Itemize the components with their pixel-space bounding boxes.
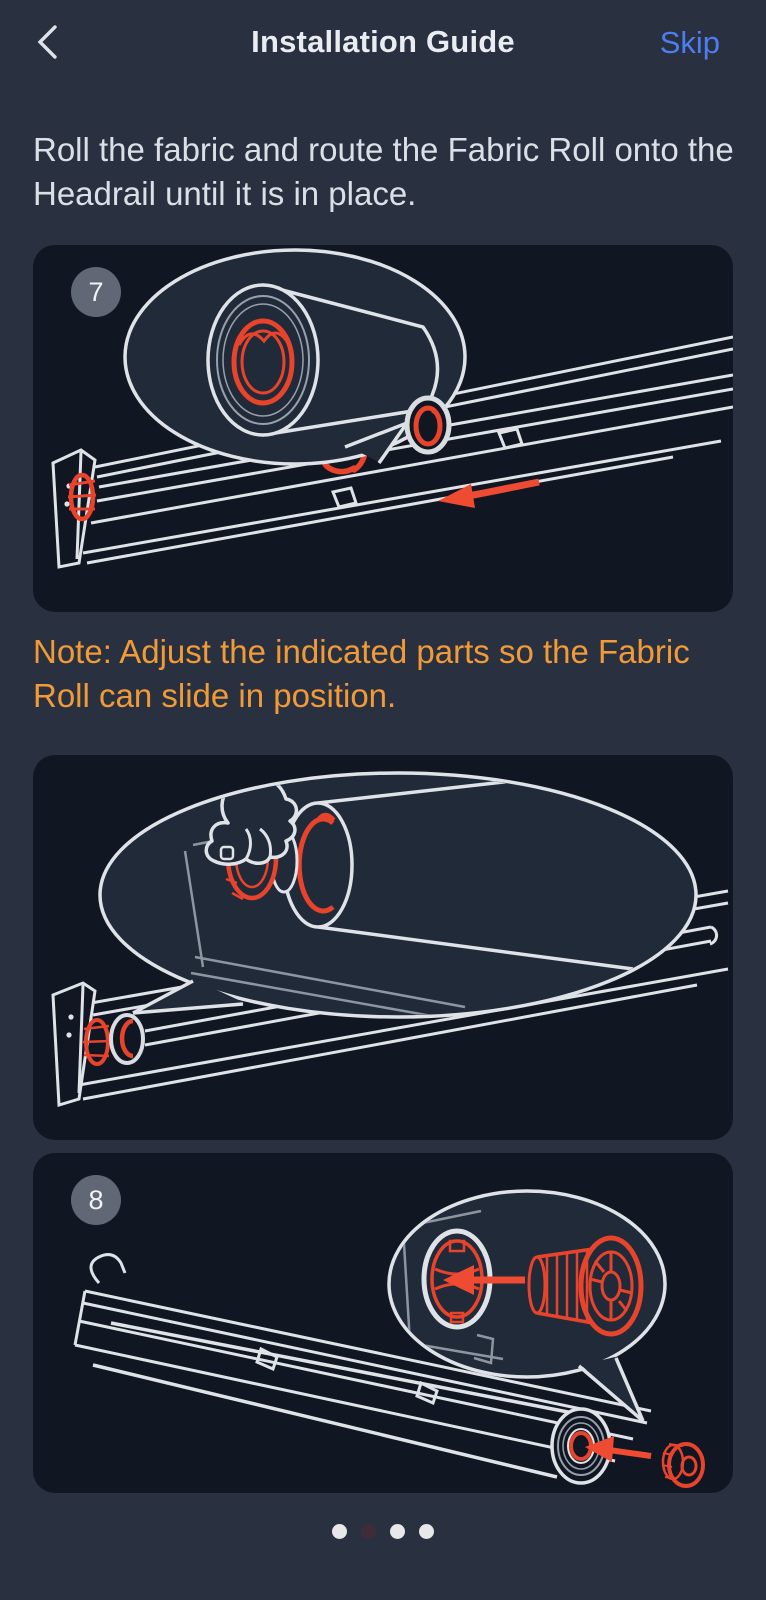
page-title: Installation Guide [251,24,515,59]
skip-button[interactable]: Skip [659,25,720,60]
instruction-text: Roll the fabric and route the Fabric Rol… [33,131,734,212]
illustration-panel-step-7: 7 [33,245,733,612]
illustration-insert-adapter [73,1189,705,1488]
headrail-detail [401,1209,504,1365]
step-badge-8: 8 [71,1175,121,1225]
back-button[interactable] [26,20,70,64]
fabric-roll-body [317,775,634,971]
highlight-end-gear [82,1018,111,1066]
segment-hook [330,486,358,509]
adapter-gear-small [661,1442,705,1488]
hand [204,775,299,866]
callout-bubble [98,771,698,1019]
insert-arrow-small [585,1436,652,1462]
chevron-left-icon [37,25,57,59]
highlight-end-ring [109,1013,145,1065]
zoom-scene [183,775,634,1015]
highlight-end-knob [67,472,97,522]
illustration-route-fabric-roll [51,248,733,569]
segment-hook [496,427,524,450]
insert-arrow-zoom [443,1265,525,1295]
header: Installation Guide Skip [0,0,766,84]
end-cap [51,981,97,1107]
step-badge-7: 7 [71,267,121,317]
mount-bracket [89,1253,127,1284]
page-dot-inactive[interactable] [390,1524,405,1539]
note-text: Note: Adjust the indicated parts so the … [33,633,690,714]
page-dot-inactive[interactable] [419,1524,434,1539]
illustration-panel-adjust [33,755,733,1140]
page-dots [0,1524,766,1539]
illustration-hand-adjust-adapter [51,771,729,1107]
zoom-scene [401,1209,644,1365]
direction-arrow [438,478,540,508]
page-dot-inactive[interactable] [332,1524,347,1539]
highlight-adapter-zoom [527,1235,644,1337]
fabric-roll-zoom [206,283,440,437]
page-dot-active[interactable] [361,1524,376,1539]
highlight-tube-end-ring [404,395,452,455]
illustration-panel-step-8: 8 [33,1153,733,1493]
